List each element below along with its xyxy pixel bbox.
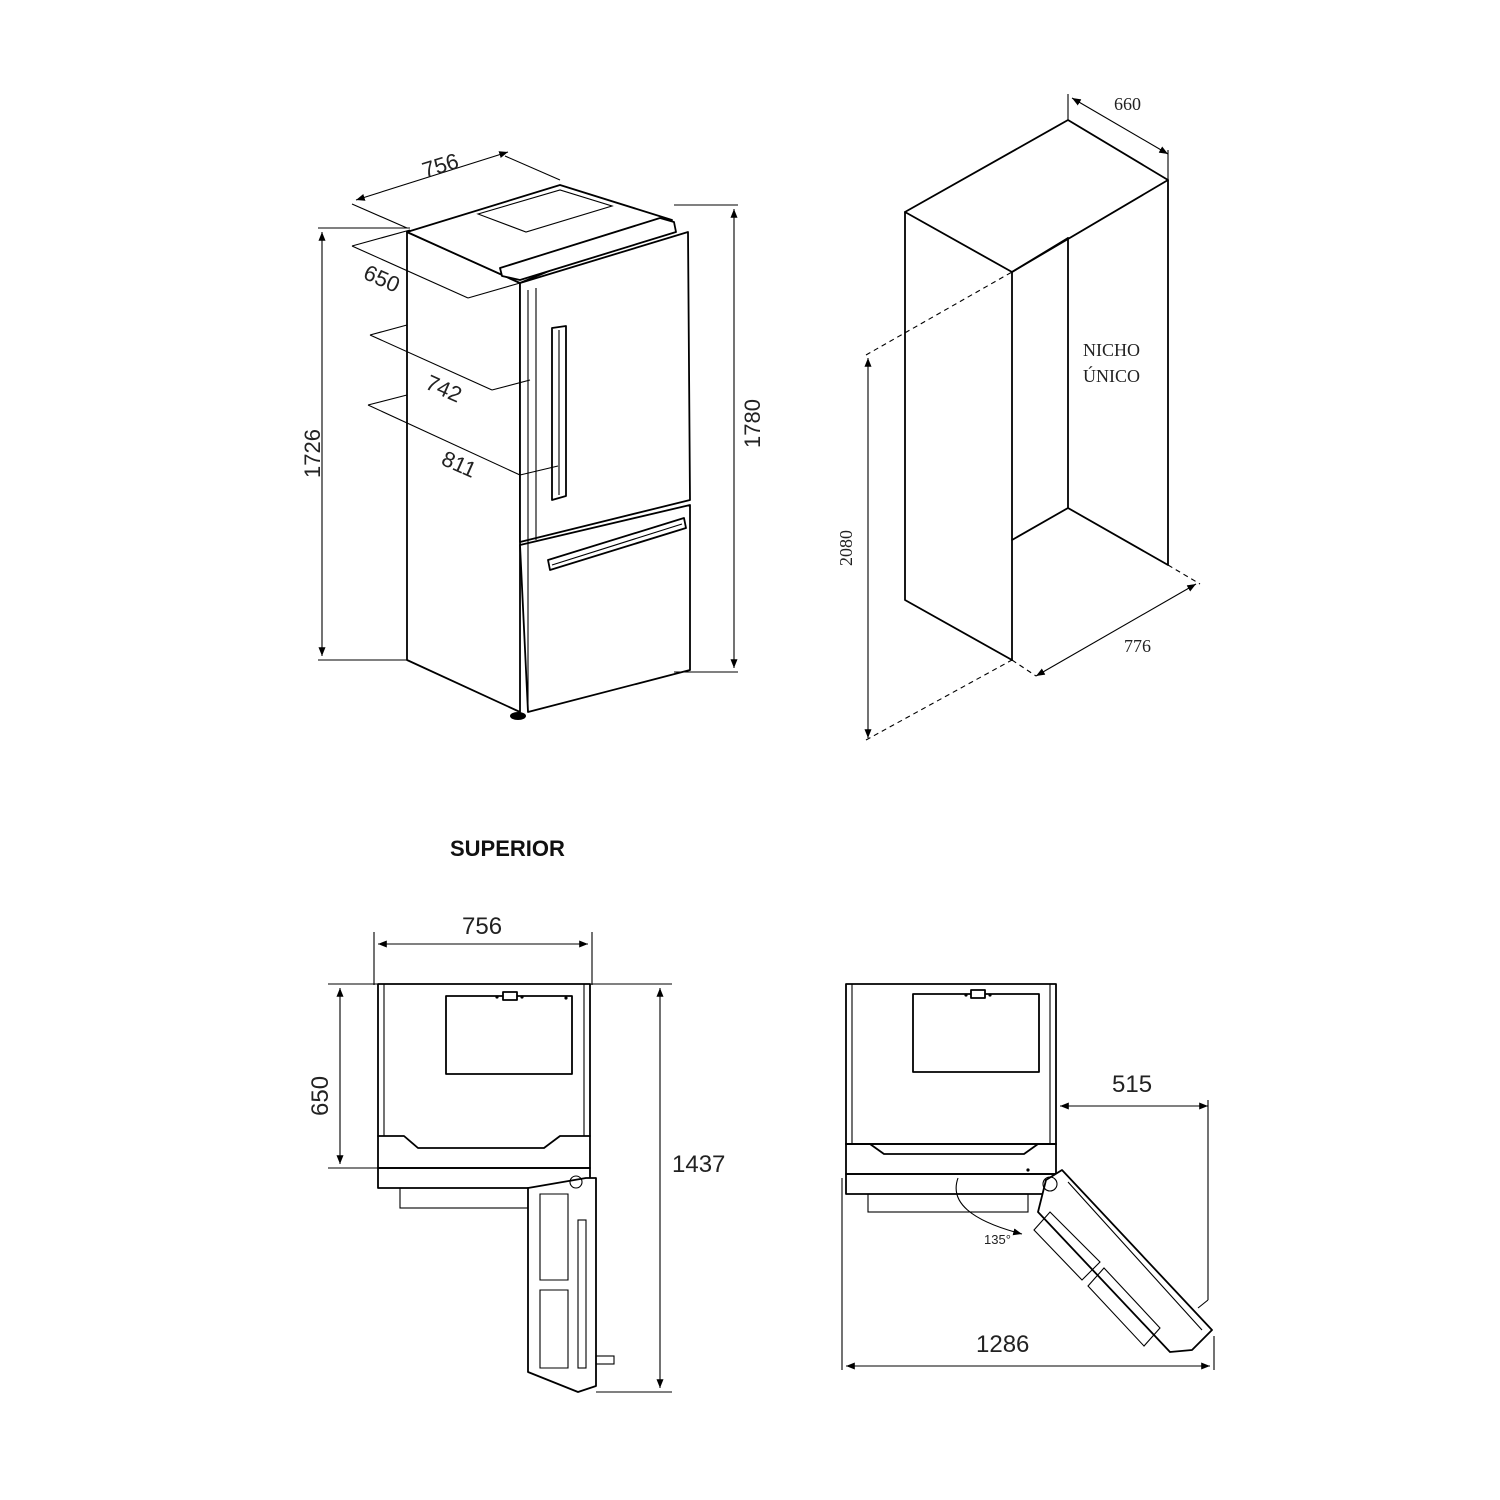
fridge-top-trim: [499, 217, 677, 281]
fridge-iso-view: 756 650 742 811 1726 1780: [300, 148, 765, 720]
dim-height-1780: 1780: [740, 399, 765, 448]
dim-niche-depth-660: 660: [1114, 94, 1141, 114]
fridge-upper-door: [519, 231, 691, 543]
upper-door-handle: [551, 325, 567, 501]
dim-door-clearance-515: 515: [1112, 1071, 1152, 1098]
niche-back-edges: [904, 119, 1169, 273]
dim-depth-650: 650: [360, 260, 404, 298]
dim-niche-height-2080: 2080: [836, 530, 856, 566]
top-view-title: SUPERIOR: [450, 836, 565, 861]
open-door-135: [1037, 1169, 1213, 1353]
top-door-open: [527, 1177, 597, 1393]
dim-total-width-1286: 1286: [976, 1331, 1029, 1358]
fridge-top: [406, 184, 673, 284]
angle-135: 135°: [984, 1232, 1011, 1247]
top-plate: [445, 995, 573, 1075]
niche-label-line1: NICHO: [1083, 340, 1140, 360]
top-door-front: [377, 1135, 591, 1149]
open-body: [845, 983, 1057, 1145]
fridge-top-plate: [476, 189, 614, 233]
lower-door-handle: [547, 517, 687, 571]
dim-top-depth-650: 650: [307, 1076, 334, 1116]
dim-top-width-756: 756: [462, 913, 502, 940]
niche-view: 2080 660 776 NICHO ÚNICO: [836, 94, 1201, 741]
top-view-open: 135° 515 1286: [841, 983, 1215, 1370]
fridge-lower-door: [519, 504, 691, 713]
niche-label-line2: ÚNICO: [1083, 365, 1140, 386]
dim-width-756: 756: [419, 148, 461, 183]
dim-height-1726: 1726: [300, 429, 325, 478]
dim-top-depth-1437: 1437: [672, 1151, 725, 1178]
dim-niche-width-776: 776: [1124, 636, 1151, 656]
top-view-closed: 756 650 1437: [307, 913, 725, 1393]
